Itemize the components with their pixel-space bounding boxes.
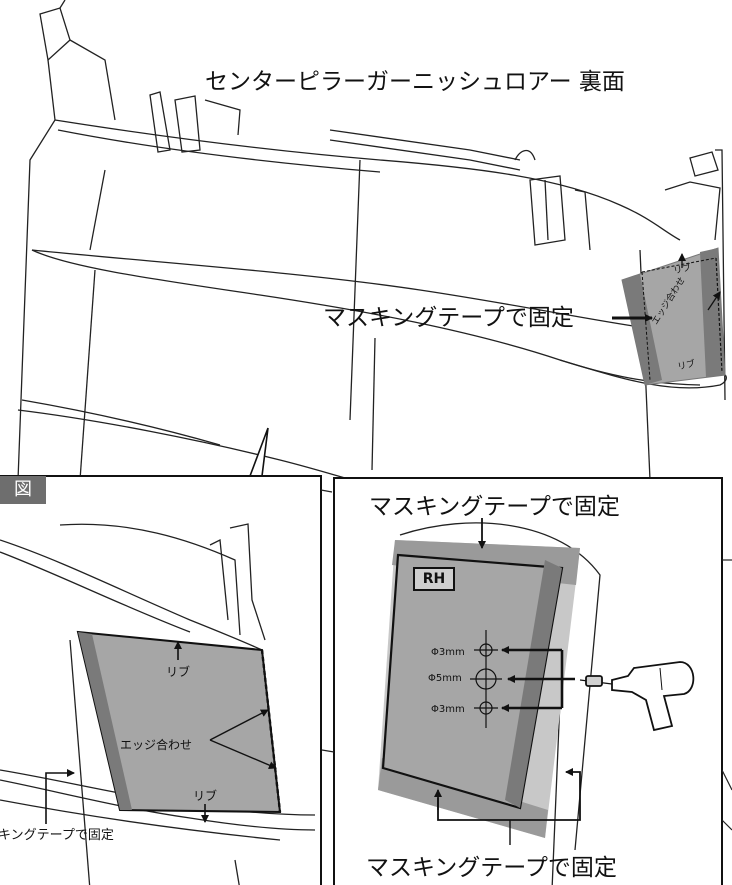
right-mask-label-top: マスキングテープで固定 [369,494,620,520]
detail-tag: 図 [0,476,46,504]
right-detail-box [333,477,723,885]
top-mask-label: マスキングテープで固定 [323,305,574,331]
top-tape-patch [621,247,726,386]
right-mask-arrow-bottom [437,768,581,821]
hole-diameter-3: Φ3mm [431,704,465,715]
left-edge-label: エッジ合わせ [120,738,193,752]
left-rib-label-1: リブ [166,665,191,679]
hole-diameter-2: Φ5mm [428,673,462,684]
left-detail-box [0,475,322,885]
hole-diameter-1: Φ3mm [431,647,465,658]
callout-pointer [249,427,269,477]
left-mask-arrow [45,769,75,824]
main-title: センターピラーガーニッシュロアー 裏面 [205,69,625,95]
right-mask-label-bottom: マスキングテープで固定 [366,855,617,881]
left-mask-label: キングテープで固定 [0,828,114,843]
rh-tag: RH [413,567,455,591]
left-edge-arrow-b [209,739,277,769]
top-edge-arrow [707,291,721,311]
left-edge-arrow-a [209,709,269,741]
left-rib-label-2: リブ [193,789,218,803]
drill-icon [579,661,695,732]
